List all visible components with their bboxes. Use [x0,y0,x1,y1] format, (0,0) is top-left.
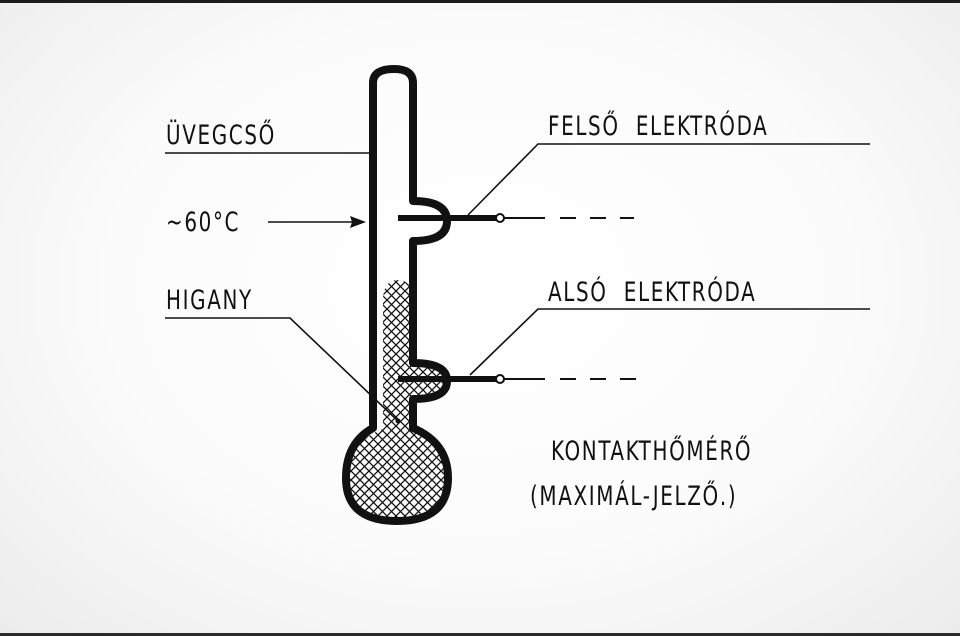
glass-tube [342,65,452,525]
lower-electrode-leader [469,308,870,376]
thermometer-drawing [165,65,870,525]
temperature-label: ~60°C [166,207,241,238]
upper-electrode-leader [467,143,870,216]
upper-electrode-label: FELSŐ ELEKTRÓDA [548,111,769,142]
lower-electrode-label: ALSÓ ELEKTRÓDA [548,277,757,308]
lower-electrode-terminal [495,374,505,384]
diagram-subtitle: (MAXIMÁL-JELZŐ.) [530,481,738,512]
glass-tube-label: ÜVEGCSŐ [166,120,276,151]
upper-electrode-terminal [495,213,505,223]
mercury-label: HIGANY [166,285,253,316]
mercury-leader-dot [395,418,401,424]
mercury-leader [165,317,399,422]
diagram-title: KONTAKTHŐMÉRŐ [551,436,753,467]
mercury-fill [345,280,449,518]
temperature-arrowhead [350,216,366,228]
